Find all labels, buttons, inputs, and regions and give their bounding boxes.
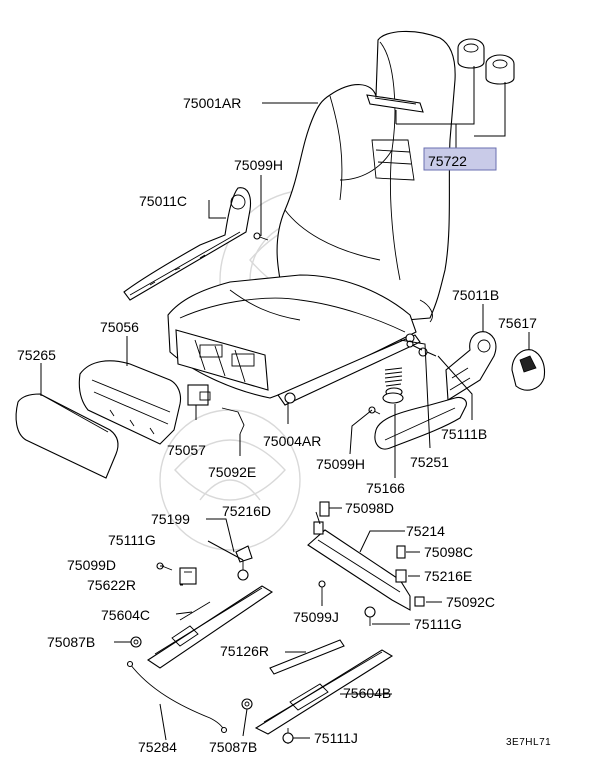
label-75087B-bottom[interactable]: 75087B xyxy=(209,739,257,755)
leader-lines xyxy=(40,66,530,741)
label-75166[interactable]: 75166 xyxy=(366,480,405,496)
bolt-75111J[interactable] xyxy=(282,728,294,744)
label-75284[interactable]: 75284 xyxy=(138,739,177,755)
label-75099J[interactable]: 75099J xyxy=(293,609,339,625)
label-75001AR[interactable]: 75001AR xyxy=(183,95,241,111)
label-75087B-left[interactable]: 75087B xyxy=(47,634,95,650)
back-panel-part[interactable] xyxy=(78,360,182,445)
side-cover-right-part[interactable] xyxy=(445,331,497,401)
label-75092C[interactable]: 75092C xyxy=(446,594,495,610)
headrest-guide-part-b[interactable] xyxy=(485,54,515,85)
clip-75057[interactable] xyxy=(187,384,211,406)
label-75056[interactable]: 75056 xyxy=(100,319,139,335)
label-75057[interactable]: 75057 xyxy=(167,442,206,458)
label-75251[interactable]: 75251 xyxy=(410,454,449,470)
nut-75087B-bottom[interactable] xyxy=(241,698,253,710)
bolt-75099D[interactable] xyxy=(156,562,173,571)
label-75111G-right[interactable]: 75111G xyxy=(414,616,462,632)
highlight-box xyxy=(423,147,497,171)
label-75011C[interactable]: 75011C xyxy=(139,193,187,209)
clip-75098D[interactable] xyxy=(319,501,330,517)
cable-75284[interactable] xyxy=(126,660,228,734)
label-75617[interactable]: 75617 xyxy=(498,315,537,331)
wire-75092E[interactable] xyxy=(221,407,245,435)
bolt-75099J[interactable] xyxy=(318,580,326,600)
label-75098D[interactable]: 75098D xyxy=(345,500,394,516)
recliner-lever-part[interactable] xyxy=(374,396,467,450)
label-75722[interactable]: 75722 xyxy=(428,153,467,169)
bracket-75199[interactable] xyxy=(235,545,253,563)
label-75216E[interactable]: 75216E xyxy=(424,568,472,584)
clip-75216E[interactable] xyxy=(395,569,407,583)
label-75004AR[interactable]: 75004AR xyxy=(263,433,321,449)
label-75111J[interactable]: 75111J xyxy=(314,730,358,746)
screw-75099H-top[interactable] xyxy=(253,232,269,241)
bracket-75214-part[interactable] xyxy=(307,529,411,611)
label-75604B[interactable]: 75604B xyxy=(343,685,391,701)
label-75199[interactable]: 75199 xyxy=(151,511,190,527)
label-75098C[interactable]: 75098C xyxy=(424,544,473,560)
label-75111B[interactable]: 75111B xyxy=(441,426,487,442)
seat-rail-right-part[interactable] xyxy=(254,649,394,735)
clip-75216D[interactable] xyxy=(313,521,324,535)
label-75622R[interactable]: 75622R xyxy=(87,577,136,593)
label-75099H-top[interactable]: 75099H xyxy=(234,157,283,173)
label-75099H-mid[interactable]: 75099H xyxy=(316,456,365,472)
nut-75087B-left[interactable] xyxy=(130,636,142,648)
seat-cushion-part[interactable] xyxy=(167,274,421,406)
label-75604C[interactable]: 75604C xyxy=(101,607,150,623)
seat-rail-left-part[interactable] xyxy=(146,585,274,669)
label-75111G-left[interactable]: 75111G xyxy=(108,532,156,548)
part-labels: 75001AR 75722 75099H 75011C 75011B 75617… xyxy=(17,95,551,755)
bolt-75111G-right[interactable] xyxy=(364,606,376,626)
clip-75098C[interactable] xyxy=(396,545,406,559)
label-75092E[interactable]: 75092E xyxy=(208,464,256,480)
label-75216D[interactable]: 75216D xyxy=(222,503,271,519)
spring-part[interactable] xyxy=(382,367,404,404)
rod-75126R[interactable] xyxy=(269,639,345,675)
bolt-75111G-left[interactable] xyxy=(237,560,249,581)
label-75011B[interactable]: 75011B xyxy=(452,287,499,303)
label-75099D[interactable]: 75099D xyxy=(67,557,116,573)
label-75265[interactable]: 75265 xyxy=(17,347,56,363)
diagram-code: 3E7HL71 xyxy=(506,737,551,748)
seat-back-board-part[interactable] xyxy=(15,393,119,479)
bracket-75622R[interactable] xyxy=(179,567,197,585)
label-75214[interactable]: 75214 xyxy=(406,523,445,539)
side-cover-left-part[interactable] xyxy=(123,187,252,301)
headrest-guide-part-a[interactable] xyxy=(457,38,485,69)
seat-back-part[interactable] xyxy=(276,30,456,323)
label-75126R[interactable]: 75126R xyxy=(220,643,269,659)
recliner-knob-part[interactable] xyxy=(511,349,546,391)
clip-75092C[interactable] xyxy=(414,596,425,607)
